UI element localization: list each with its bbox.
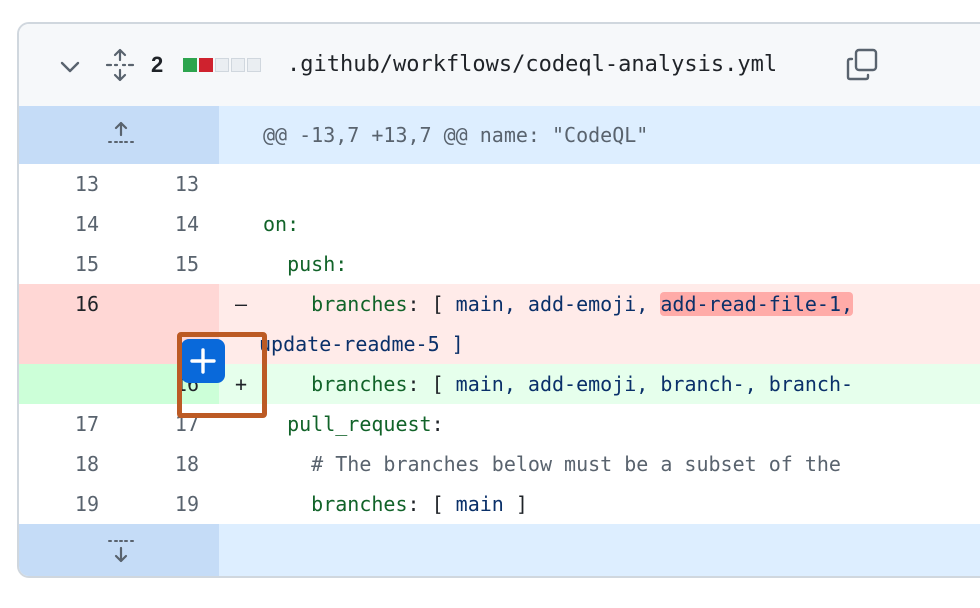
new-line-number[interactable] xyxy=(119,284,219,324)
old-line-number[interactable]: 16 xyxy=(19,284,119,324)
file-header: 2 .github/workflows/codeql-analysis.yml xyxy=(19,24,980,108)
code-line: – branches: [ main, add-emoji, add-read-… xyxy=(219,284,980,324)
new-line-number[interactable]: 19 xyxy=(174,492,199,516)
deletion-marker: – xyxy=(235,292,248,316)
old-line-number[interactable]: 15 xyxy=(74,252,99,276)
old-line-number[interactable]: 13 xyxy=(74,172,99,196)
expand-down-icon[interactable] xyxy=(107,538,135,564)
code-line: # The branches below must be a subset of… xyxy=(263,452,841,476)
plus-icon xyxy=(190,348,216,374)
code-line xyxy=(219,164,980,204)
expand-down-gutter[interactable] xyxy=(19,524,219,576)
add-comment-button[interactable] xyxy=(181,339,225,383)
removed-text-highlight: add-read-file-1, xyxy=(660,292,854,316)
old-line-number-gutter xyxy=(19,324,119,364)
diff-lines: @@ -13,7 +13,7 @@ name: "CodeQL" 13 13 1… xyxy=(19,106,980,576)
diffstat-neutral-block xyxy=(247,58,261,72)
file-name-link[interactable]: .github/workflows/codeql-analysis.yml xyxy=(287,52,778,77)
diff-line: 13 13 xyxy=(19,164,980,204)
old-line-number[interactable]: 17 xyxy=(74,412,99,436)
hunk-header-row: @@ -13,7 +13,7 @@ name: "CodeQL" xyxy=(19,106,980,164)
deleted-line-wrap: update-readme-5 ] xyxy=(19,324,980,364)
old-line-number[interactable]: 18 xyxy=(74,452,99,476)
new-line-number[interactable]: 18 xyxy=(174,452,199,476)
diff-line: 15 15 push: xyxy=(19,244,980,284)
code-line: + branches: [ main, add-emoji, branch-, … xyxy=(219,364,980,404)
expand-down-row xyxy=(19,524,980,576)
old-line-number[interactable] xyxy=(19,364,119,404)
code-line-wrap: update-readme-5 ] xyxy=(219,324,980,364)
diff-line: 14 14 on: xyxy=(19,204,980,244)
new-line-number[interactable]: 14 xyxy=(174,212,199,236)
expand-up-icon[interactable] xyxy=(107,121,135,147)
diffstat-delete-block xyxy=(199,58,213,72)
diffstat-neutral-block xyxy=(215,58,229,72)
chevron-down-icon[interactable] xyxy=(59,56,81,78)
expand-down-code xyxy=(219,524,980,576)
diffstat xyxy=(183,58,261,72)
expand-up-gutter[interactable] xyxy=(19,106,219,164)
new-line-number[interactable]: 17 xyxy=(174,412,199,436)
deleted-line: 16 – branches: [ main, add-emoji, add-re… xyxy=(19,284,980,324)
diff-panel: 2 .github/workflows/codeql-analysis.yml … xyxy=(17,22,980,578)
diff-line: 18 18 # The branches below must be a sub… xyxy=(19,444,980,484)
diffstat-neutral-block xyxy=(231,58,245,72)
old-line-number[interactable]: 14 xyxy=(74,212,99,236)
addition-marker: + xyxy=(235,372,248,396)
code-line: on: xyxy=(263,212,300,236)
diff-line: 17 17 pull_request: xyxy=(19,404,980,444)
diff-line: 19 19 branches: [ main ] xyxy=(19,484,980,524)
old-line-number[interactable]: 19 xyxy=(74,492,99,516)
new-line-number[interactable]: 13 xyxy=(174,172,199,196)
code-line: push: xyxy=(263,252,348,276)
copy-icon[interactable] xyxy=(845,48,879,82)
unfold-icon[interactable] xyxy=(105,48,135,82)
hunk-header: @@ -13,7 +13,7 @@ name: "CodeQL" xyxy=(219,106,980,164)
added-line: 16 + branches: [ main, add-emoji, branch… xyxy=(19,364,980,404)
change-count: 2 xyxy=(151,52,164,77)
new-line-number[interactable]: 15 xyxy=(174,252,199,276)
diffstat-add-block xyxy=(183,58,197,72)
code-line: pull_request: xyxy=(263,412,444,436)
code-line: branches: [ main ] xyxy=(263,492,528,516)
